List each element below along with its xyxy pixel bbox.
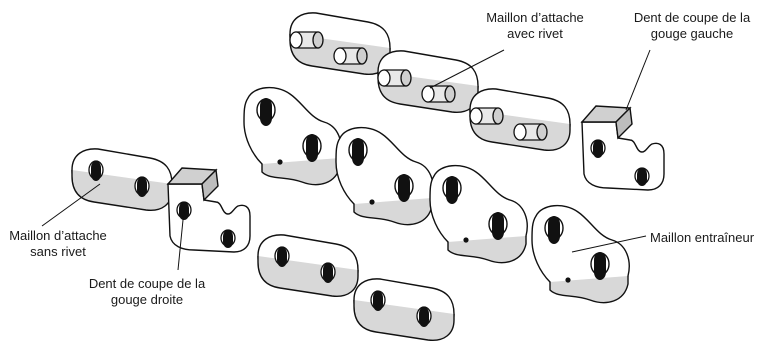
label-line: avec rivet: [507, 26, 563, 41]
leader-line-right-cutter: [177, 209, 185, 271]
drive-link-4: [531, 204, 630, 304]
label-tie-strap-without-rivet: Maillon d’attache sans rivet: [0, 228, 116, 260]
label-line: gouge droite: [110, 292, 184, 307]
drive-link-2: [335, 126, 434, 226]
left-cutter-tooth: [581, 105, 665, 191]
rivet-2: [333, 47, 368, 65]
right-cutter-tooth: [167, 167, 251, 253]
tie-strap-lower-2: [353, 278, 455, 342]
label-line: Dent de coupe de la: [633, 10, 751, 25]
drive-link-3: [429, 164, 528, 264]
tie-strap-without-rivet: [71, 148, 173, 212]
leader-line-tie-strap-with-rivet: [429, 49, 505, 89]
label-line: Maillon d’attache: [486, 10, 584, 25]
leader-line-left-cutter: [625, 49, 651, 111]
label-tie-strap-with-rivet: Maillon d’attache avec rivet: [466, 10, 604, 42]
label-line: Maillon entraîneur: [650, 230, 755, 245]
rivet-6: [513, 123, 548, 141]
label-line: sans rivet: [30, 244, 86, 259]
label-drive-link: Maillon entraîneur: [650, 230, 754, 246]
rivet-3: [377, 69, 412, 87]
label-right-cutter: Dent de coupe de la gouge droite: [72, 276, 222, 308]
drive-link-1: [243, 86, 342, 186]
rivet-4: [421, 85, 456, 103]
label-line: Dent de coupe de la: [88, 276, 206, 291]
tie-strap-lower-1: [257, 234, 359, 298]
rivet-5: [469, 107, 504, 125]
label-line: gouge gauche: [650, 26, 734, 41]
leader-line-drive-link: [571, 235, 647, 253]
leader-line-tie-strap-without-rivet: [41, 183, 101, 227]
label-left-cutter: Dent de coupe de la gouge gauche: [612, 10, 772, 42]
label-line: Maillon d’attache: [9, 228, 107, 243]
rivet-1: [289, 31, 324, 49]
